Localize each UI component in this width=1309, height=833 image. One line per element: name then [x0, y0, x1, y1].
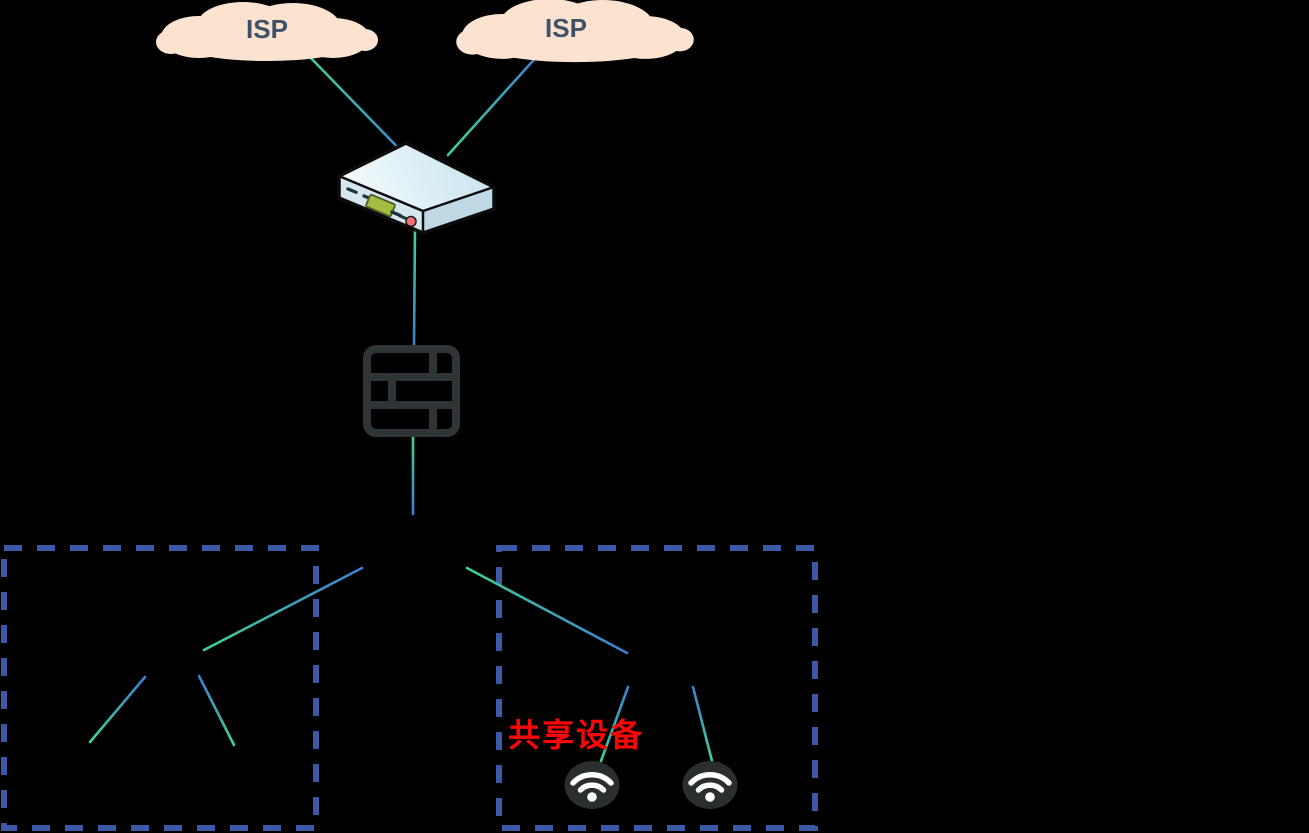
router-icon: [337, 141, 496, 235]
link-hub-left-zone: [202, 566, 364, 652]
link-isp-left-router: [303, 50, 414, 164]
link-hub-right-zone: [465, 566, 629, 655]
right-zone-border: [496, 545, 818, 831]
link-router-firewall: [412, 226, 417, 347]
left-zone-border: [1, 545, 319, 831]
shared-devices-label: 共享设备: [508, 717, 645, 753]
isp-right-label: ISP: [545, 13, 587, 43]
link-left-node-device2: [197, 674, 236, 747]
link-isp-right-router: [446, 51, 542, 157]
link-right-node-wifi1: [599, 685, 630, 763]
link-left-node-device1: [88, 675, 147, 744]
wifi-icon-left: [565, 761, 620, 809]
isp-left-label: ISP: [246, 14, 288, 44]
link-right-node-wifi2: [691, 685, 714, 763]
wifi-icon-right: [683, 761, 738, 809]
firewall-icon: [363, 345, 460, 437]
